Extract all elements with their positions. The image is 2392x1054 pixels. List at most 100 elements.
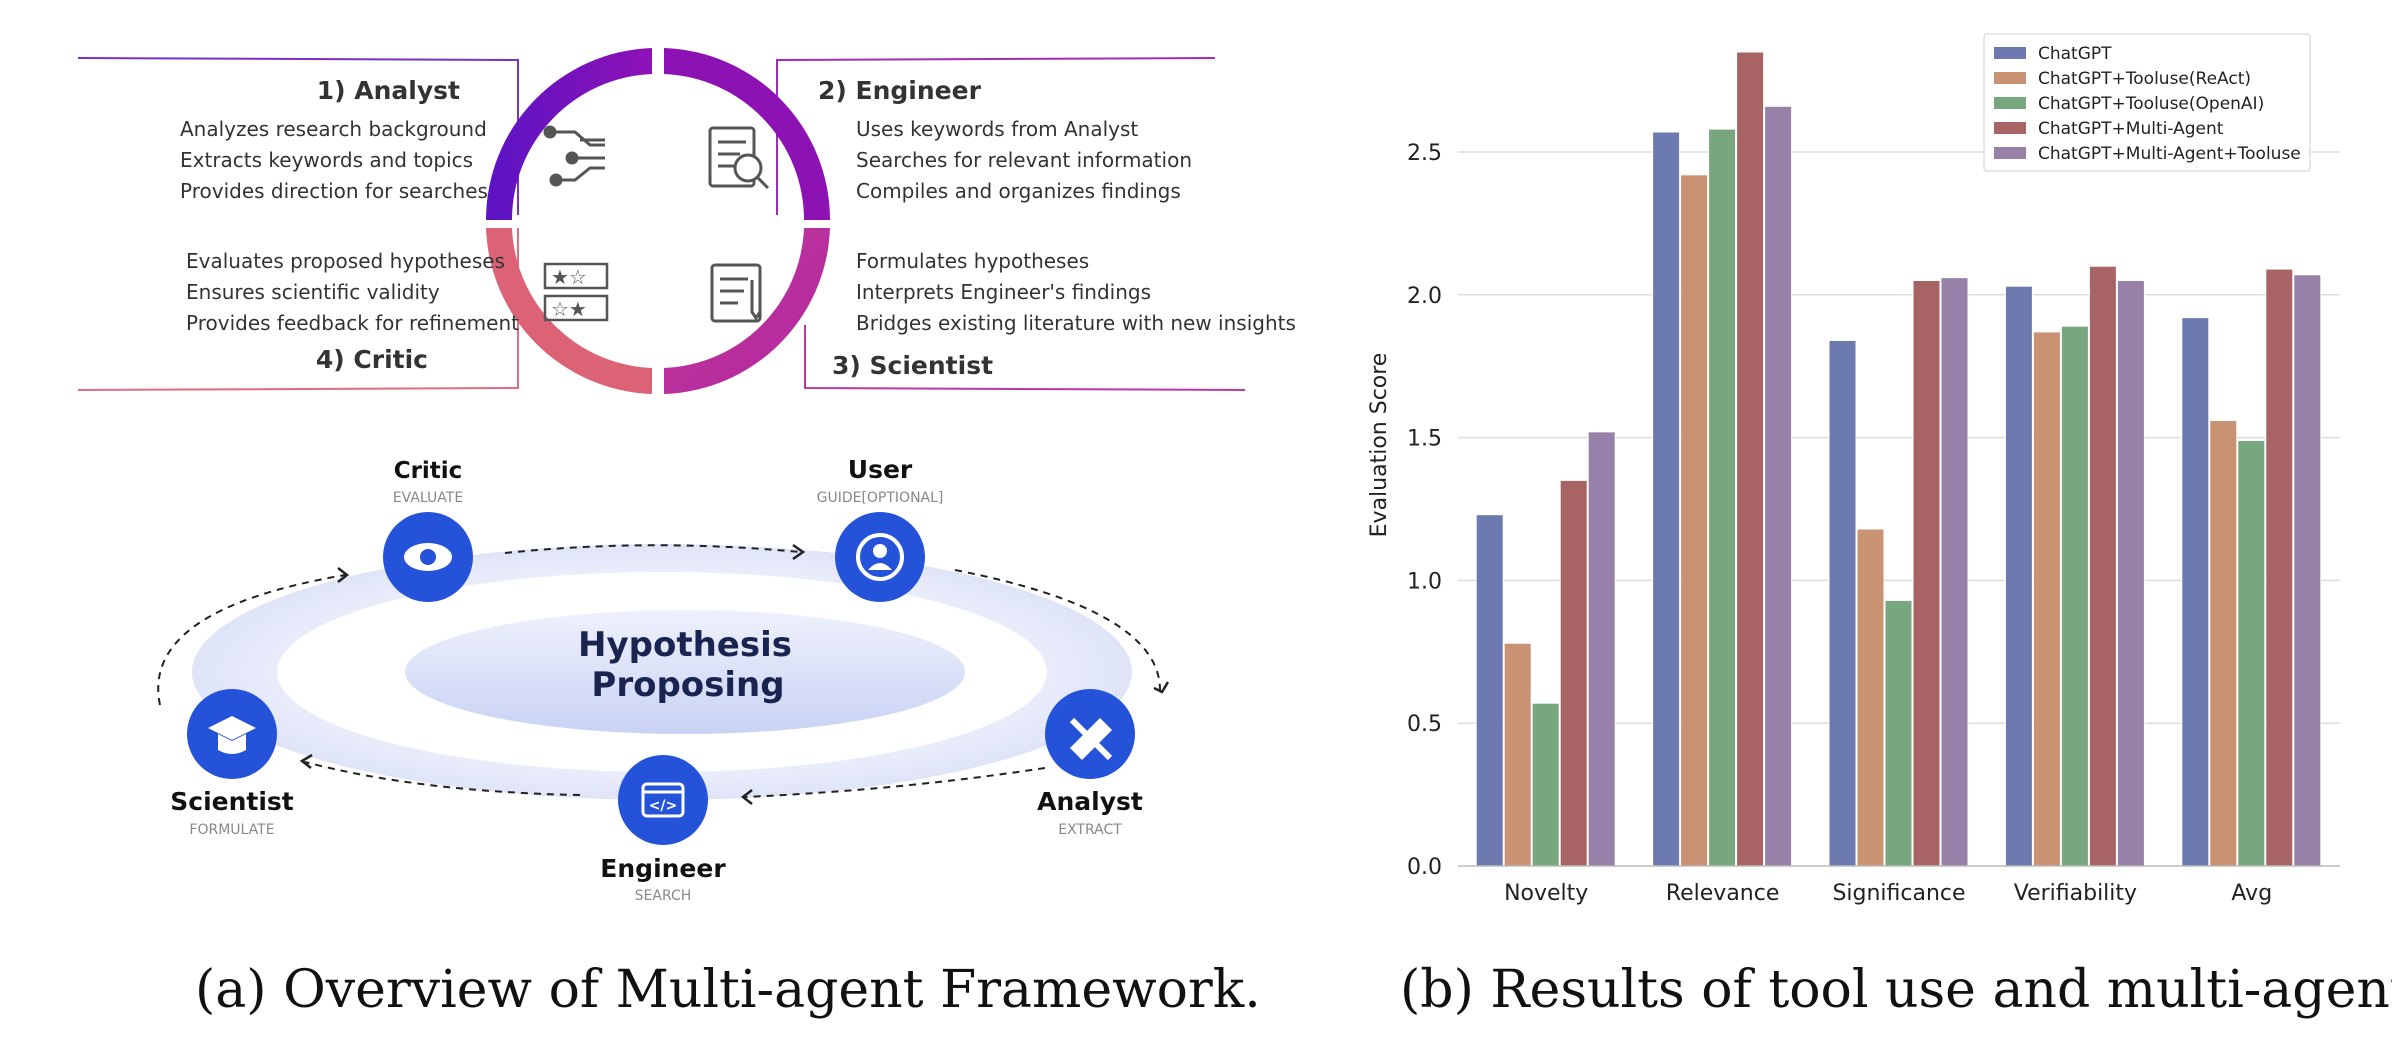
- analyst-node-sub: EXTRACT: [1058, 822, 1122, 838]
- caption-a: (a) Overview of Multi-agent Framework.: [195, 960, 1261, 1020]
- ring-critic: [486, 228, 652, 394]
- bar: [1652, 131, 1681, 867]
- svg-text:☆★: ☆★: [551, 297, 587, 321]
- arrowheads: [299, 543, 1170, 805]
- legend-swatch: [1994, 72, 2026, 84]
- x-tick-label: Verifiability: [2014, 881, 2137, 906]
- critic-node-name: Critic: [394, 458, 463, 484]
- network-icon: [543, 125, 605, 187]
- inner-ellipse: [405, 610, 965, 734]
- scientist-line: Bridges existing literature with new ins…: [856, 311, 1296, 335]
- scientist-title: 3) Scientist: [832, 351, 993, 380]
- y-tick-label: 1.0: [1407, 569, 1442, 594]
- code-window-icon: [641, 782, 685, 818]
- bar: [2181, 317, 2210, 867]
- legend-label: ChatGPT+Multi-Agent: [2038, 119, 2224, 139]
- bar: [2209, 419, 2238, 867]
- bar: [2060, 325, 2089, 867]
- engineer-line: Uses keywords from Analyst: [856, 117, 1138, 141]
- caption-b: (b) Results of tool use and multi-agent.: [1400, 960, 2392, 1020]
- legend: [1983, 33, 2311, 172]
- engineer-bracket: [776, 57, 1216, 215]
- cycle-arrows: [157, 544, 1161, 798]
- bar: [1531, 702, 1560, 867]
- bar: [1503, 642, 1532, 867]
- scientist-line: Formulates hypotheses: [856, 249, 1089, 273]
- framework-diagram: ★☆ ☆★ 1) Analyst Analyzes research backg…: [77, 48, 1296, 904]
- y-tick-label: 2.0: [1407, 284, 1442, 309]
- scientist-line: Interprets Engineer's findings: [856, 280, 1151, 304]
- document-search-icon: [708, 126, 770, 190]
- y-tick-label: 2.5: [1407, 141, 1442, 166]
- user-node-name: User: [848, 455, 913, 484]
- ring-analyst: [485, 48, 652, 220]
- legend-swatch: [1994, 147, 2026, 159]
- user-node-sub: GUIDE[OPTIONAL]: [817, 490, 944, 506]
- bar: [2032, 331, 2061, 867]
- figure-a: ★☆ ☆★ 1) Analyst Analyzes research backg…: [0, 0, 1330, 940]
- bar: [2088, 265, 2117, 867]
- x-tick-label: Relevance: [1666, 881, 1780, 906]
- bar: [1680, 174, 1709, 867]
- critic-title: 4) Critic: [316, 345, 428, 374]
- bar: [2293, 274, 2322, 867]
- bar: [2237, 439, 2266, 867]
- bar: [1736, 51, 1765, 867]
- engineer-node-name: Engineer: [600, 854, 726, 883]
- engineer-node-sub: SEARCH: [635, 888, 692, 904]
- y-axis-label: Evaluation Score: [1367, 353, 1392, 538]
- user-node: User GUIDE[OPTIONAL]: [817, 455, 944, 602]
- star-rating-icon: ★☆ ☆★: [543, 262, 609, 322]
- document-edit-icon: [710, 263, 762, 323]
- bar: [1764, 105, 1793, 867]
- analyst-line: Extracts keywords and topics: [180, 148, 473, 172]
- svg-text:</>: </>: [649, 798, 678, 814]
- bar: [1587, 431, 1616, 867]
- bar: [1708, 128, 1737, 867]
- engineer-line: Searches for relevant information: [856, 148, 1192, 172]
- bar: [1940, 277, 1969, 867]
- bar: [1884, 599, 1913, 867]
- scientist-bracket: [804, 325, 1246, 391]
- y-tick-label: 0.0: [1407, 855, 1442, 880]
- analyst-node-name: Analyst: [1037, 787, 1143, 816]
- x-tick-label: Avg: [2231, 881, 2272, 906]
- legend-swatch: [1994, 47, 2026, 59]
- bar: [1828, 339, 1857, 867]
- scientist-node-sub: FORMULATE: [189, 822, 274, 838]
- critic-line: Ensures scientific validity: [186, 280, 440, 304]
- legend-label: ChatGPT+Multi-Agent+Tooluse: [2038, 144, 2301, 164]
- bar: [2265, 268, 2294, 867]
- analyst-line: Analyzes research background: [180, 117, 487, 141]
- bar: [2116, 279, 2145, 867]
- bar: [1475, 514, 1504, 867]
- engineer-node: </> Engineer SEARCH: [600, 755, 726, 904]
- critic-line: Provides feedback for refinement: [186, 311, 519, 335]
- legend-swatch: [1994, 97, 2026, 109]
- ring-scientist: [664, 228, 830, 394]
- center-title: Proposing: [591, 665, 784, 705]
- legend-label: ChatGPT+Tooluse(ReAct): [2038, 69, 2251, 89]
- x-tick-label: Novelty: [1504, 881, 1588, 906]
- legend-label: ChatGPT+Tooluse(OpenAI): [2038, 94, 2264, 114]
- analyst-line: Provides direction for searches: [180, 179, 488, 203]
- user-icon: [856, 533, 904, 581]
- legend-label: ChatGPT: [2038, 44, 2112, 64]
- center-title: Hypothesis: [578, 625, 792, 665]
- bar: [1559, 479, 1588, 867]
- analyst-node: Analyst EXTRACT: [1037, 689, 1143, 838]
- legend-swatch: [1994, 122, 2026, 134]
- ring-engineer: [664, 48, 831, 220]
- analyst-title: 1) Analyst: [317, 76, 460, 105]
- svg-text:★☆: ★☆: [551, 265, 587, 289]
- engineer-line: Compiles and organizes findings: [856, 179, 1181, 203]
- engineer-title: 2) Engineer: [818, 76, 982, 105]
- bar: [2004, 285, 2033, 867]
- y-tick-label: 1.5: [1407, 427, 1442, 452]
- scientist-node-name: Scientist: [170, 787, 294, 816]
- scientist-node: Scientist FORMULATE: [170, 689, 294, 838]
- critic-node: Critic EVALUATE: [383, 458, 473, 602]
- critic-line: Evaluates proposed hypotheses: [186, 249, 505, 273]
